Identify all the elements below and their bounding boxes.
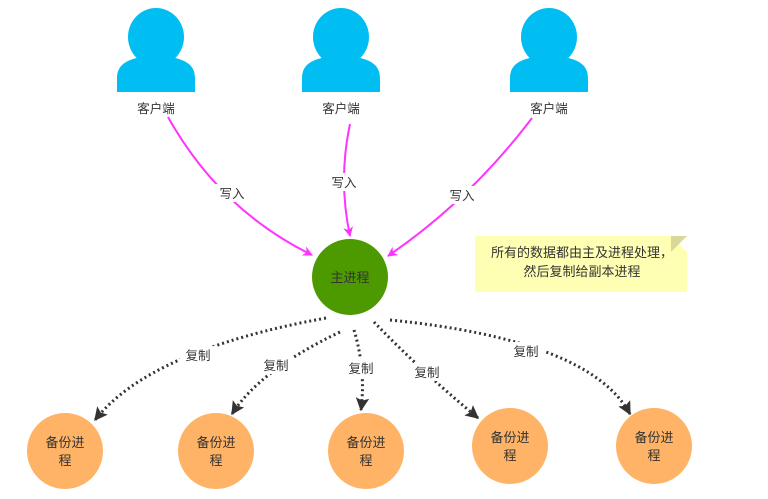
copy-edge-2 bbox=[230, 330, 341, 416]
write-label: 写入 bbox=[449, 188, 475, 203]
copy-label: 复制 bbox=[263, 358, 288, 373]
backup-label-line2: 程 bbox=[359, 454, 372, 469]
backup-node-3[interactable]: 备份进 程 bbox=[328, 413, 404, 489]
client-3[interactable]: 客户端 bbox=[510, 8, 588, 116]
main-process-node[interactable]: 主进程 bbox=[312, 239, 388, 315]
backup-label-line2: 程 bbox=[647, 449, 660, 464]
main-process-label: 主进程 bbox=[330, 271, 369, 286]
backup-label-line1: 备份进 bbox=[634, 430, 673, 446]
backup-label-line2: 程 bbox=[209, 454, 222, 469]
backup-node-4[interactable]: 备份进 程 bbox=[472, 408, 548, 484]
copy-edge-4 bbox=[372, 320, 480, 420]
copy-label: 复制 bbox=[414, 365, 439, 380]
note-text: 所有的数据都由主及进程处理，然后复制给副本进程 bbox=[490, 246, 673, 280]
copy-label: 复制 bbox=[513, 344, 538, 359]
copy-label: 复制 bbox=[185, 348, 210, 363]
backup-label-line2: 程 bbox=[503, 449, 516, 464]
backup-label-line2: 程 bbox=[58, 454, 71, 469]
backup-label-line1: 备份进 bbox=[45, 435, 84, 451]
client-1[interactable]: 客户端 bbox=[117, 8, 195, 116]
backup-label-line1: 备份进 bbox=[346, 435, 385, 451]
backup-label-line1: 备份进 bbox=[196, 435, 235, 451]
backup-node-1[interactable]: 备份进 程 bbox=[27, 413, 103, 489]
write-label: 写入 bbox=[219, 186, 245, 201]
note-card[interactable]: 所有的数据都由主及进程处理，然后复制给副本进程 bbox=[475, 236, 687, 292]
client-label: 客户端 bbox=[137, 101, 175, 116]
backup-node-2[interactable]: 备份进 程 bbox=[178, 413, 254, 489]
client-2[interactable]: 客户端 bbox=[302, 8, 380, 116]
client-label: 客户端 bbox=[322, 101, 360, 116]
backup-node-5[interactable]: 备份进 程 bbox=[616, 408, 692, 484]
user-icon bbox=[302, 8, 380, 92]
user-icon bbox=[117, 8, 195, 92]
note-fold-corner bbox=[671, 236, 687, 252]
backup-label-line1: 备份进 bbox=[490, 430, 529, 446]
write-label: 写入 bbox=[331, 175, 357, 190]
user-icon bbox=[510, 8, 588, 92]
client-label: 客户端 bbox=[530, 101, 568, 116]
copy-label: 复制 bbox=[348, 361, 373, 376]
